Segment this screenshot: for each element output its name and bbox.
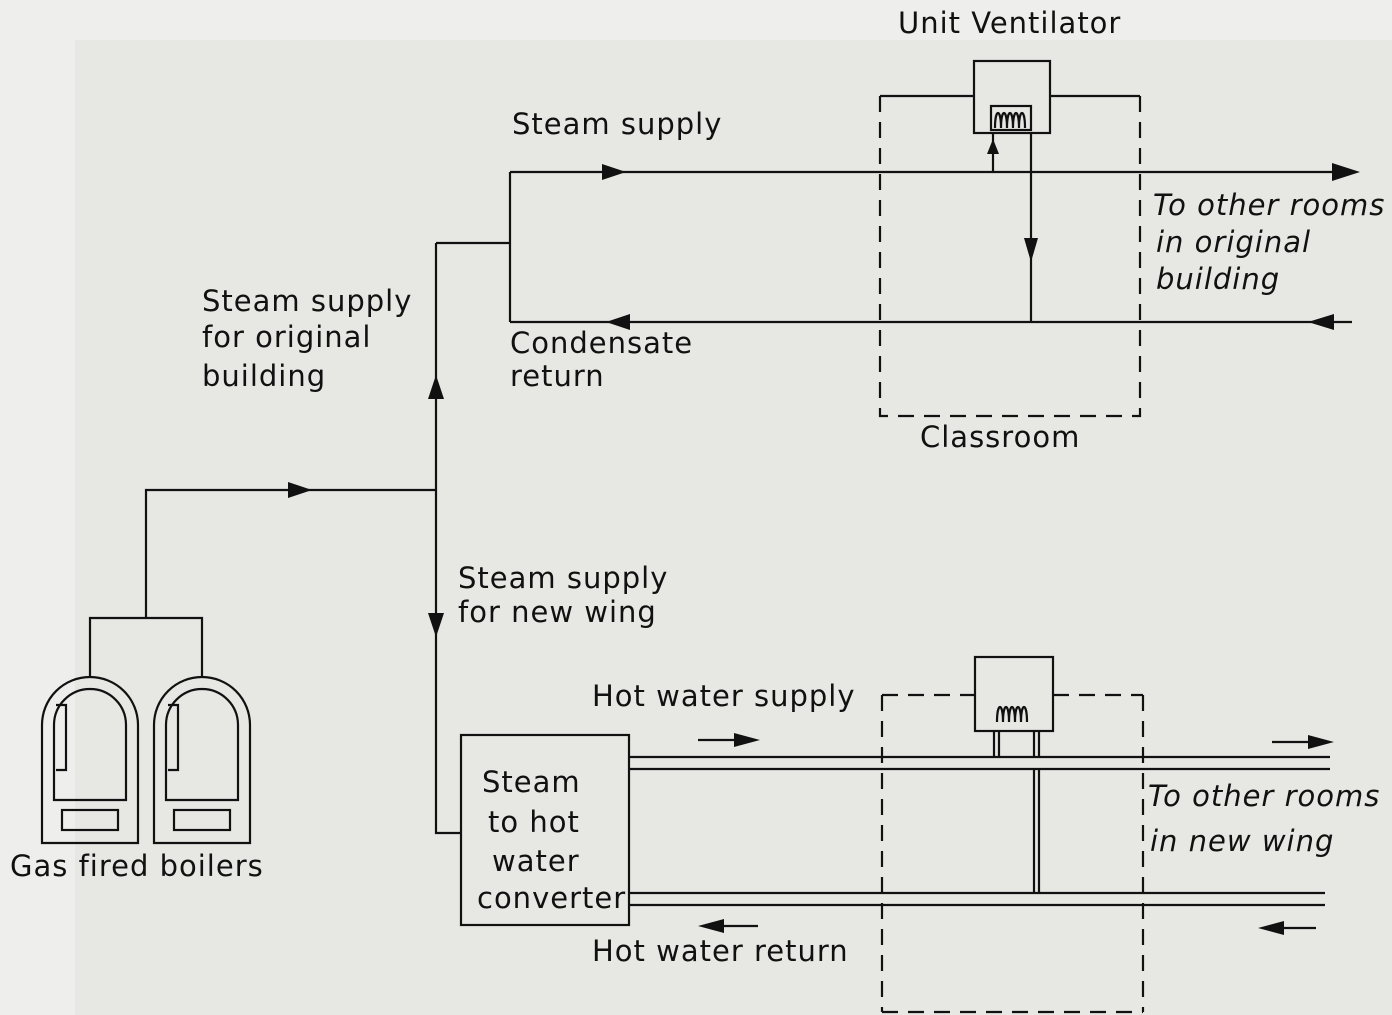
flow-arrow-steam-out — [1332, 163, 1360, 181]
flow-arrow-down-new-wing — [428, 613, 444, 637]
flow-arrow-hw-supply — [734, 733, 760, 747]
label-steam-supply-new-wing-2: for new wing — [458, 595, 657, 629]
label-other-rooms-new-wing-2: in new wing — [1150, 824, 1334, 858]
label-steam-supply-original-2: for original — [202, 320, 372, 354]
label-unit-ventilator: Unit Ventilator — [898, 6, 1121, 40]
label-converter-3: water — [492, 844, 580, 878]
label-classroom: Classroom — [920, 420, 1080, 454]
label-other-rooms-original-3: building — [1156, 262, 1280, 296]
label-steam-supply-new-wing-1: Steam supply — [458, 561, 668, 595]
label-hot-water-supply: Hot water supply — [592, 679, 856, 713]
main-steam-riser — [434, 243, 460, 835]
hot-water-supply-pipe — [629, 755, 1330, 771]
label-converter-4: converter — [477, 881, 626, 915]
label-steam-supply-original-1: Steam supply — [202, 284, 412, 318]
label-steam-supply: Steam supply — [512, 107, 722, 141]
label-converter-2: to hot — [488, 805, 580, 839]
unit-ventilator — [972, 59, 1052, 322]
flow-arrow-up-original — [428, 375, 444, 399]
hot-water-return-pipe — [629, 891, 1325, 907]
flow-arrow-hw-out — [1308, 735, 1334, 749]
flow-arrow-condensate-in — [1308, 314, 1334, 330]
label-converter-1: Steam — [482, 765, 581, 799]
label-other-rooms-new-wing-1: To other rooms — [1148, 779, 1380, 813]
label-other-rooms-original-2: in original — [1156, 225, 1311, 259]
classroom-boundary — [878, 96, 1142, 418]
flow-arrow-hw-return — [698, 919, 724, 933]
unit-ventilator-new-wing — [973, 655, 1055, 893]
steam-to-hot-water-converter — [459, 733, 631, 927]
flow-arrow-condensate — [606, 314, 630, 330]
flow-arrow-header — [288, 482, 312, 498]
label-gas-fired-boilers: Gas fired boilers — [10, 849, 264, 883]
boiler-left — [40, 675, 140, 845]
paper-background — [75, 40, 1392, 1015]
boiler-steam-header — [144, 488, 436, 618]
label-condensate-return-2: return — [510, 359, 605, 393]
label-condensate-return-1: Condensate — [510, 326, 693, 360]
label-hot-water-return: Hot water return — [592, 934, 849, 968]
label-other-rooms-original-1: To other rooms — [1153, 188, 1385, 222]
flow-arrow-steam-supply — [602, 164, 626, 180]
gas-fired-boilers — [40, 616, 252, 845]
label-steam-supply-original-3: building — [202, 359, 326, 393]
flow-arrow-hw-in — [1258, 921, 1284, 935]
boiler-right — [152, 675, 252, 845]
new-wing-classroom-boundary — [880, 693, 1145, 1014]
